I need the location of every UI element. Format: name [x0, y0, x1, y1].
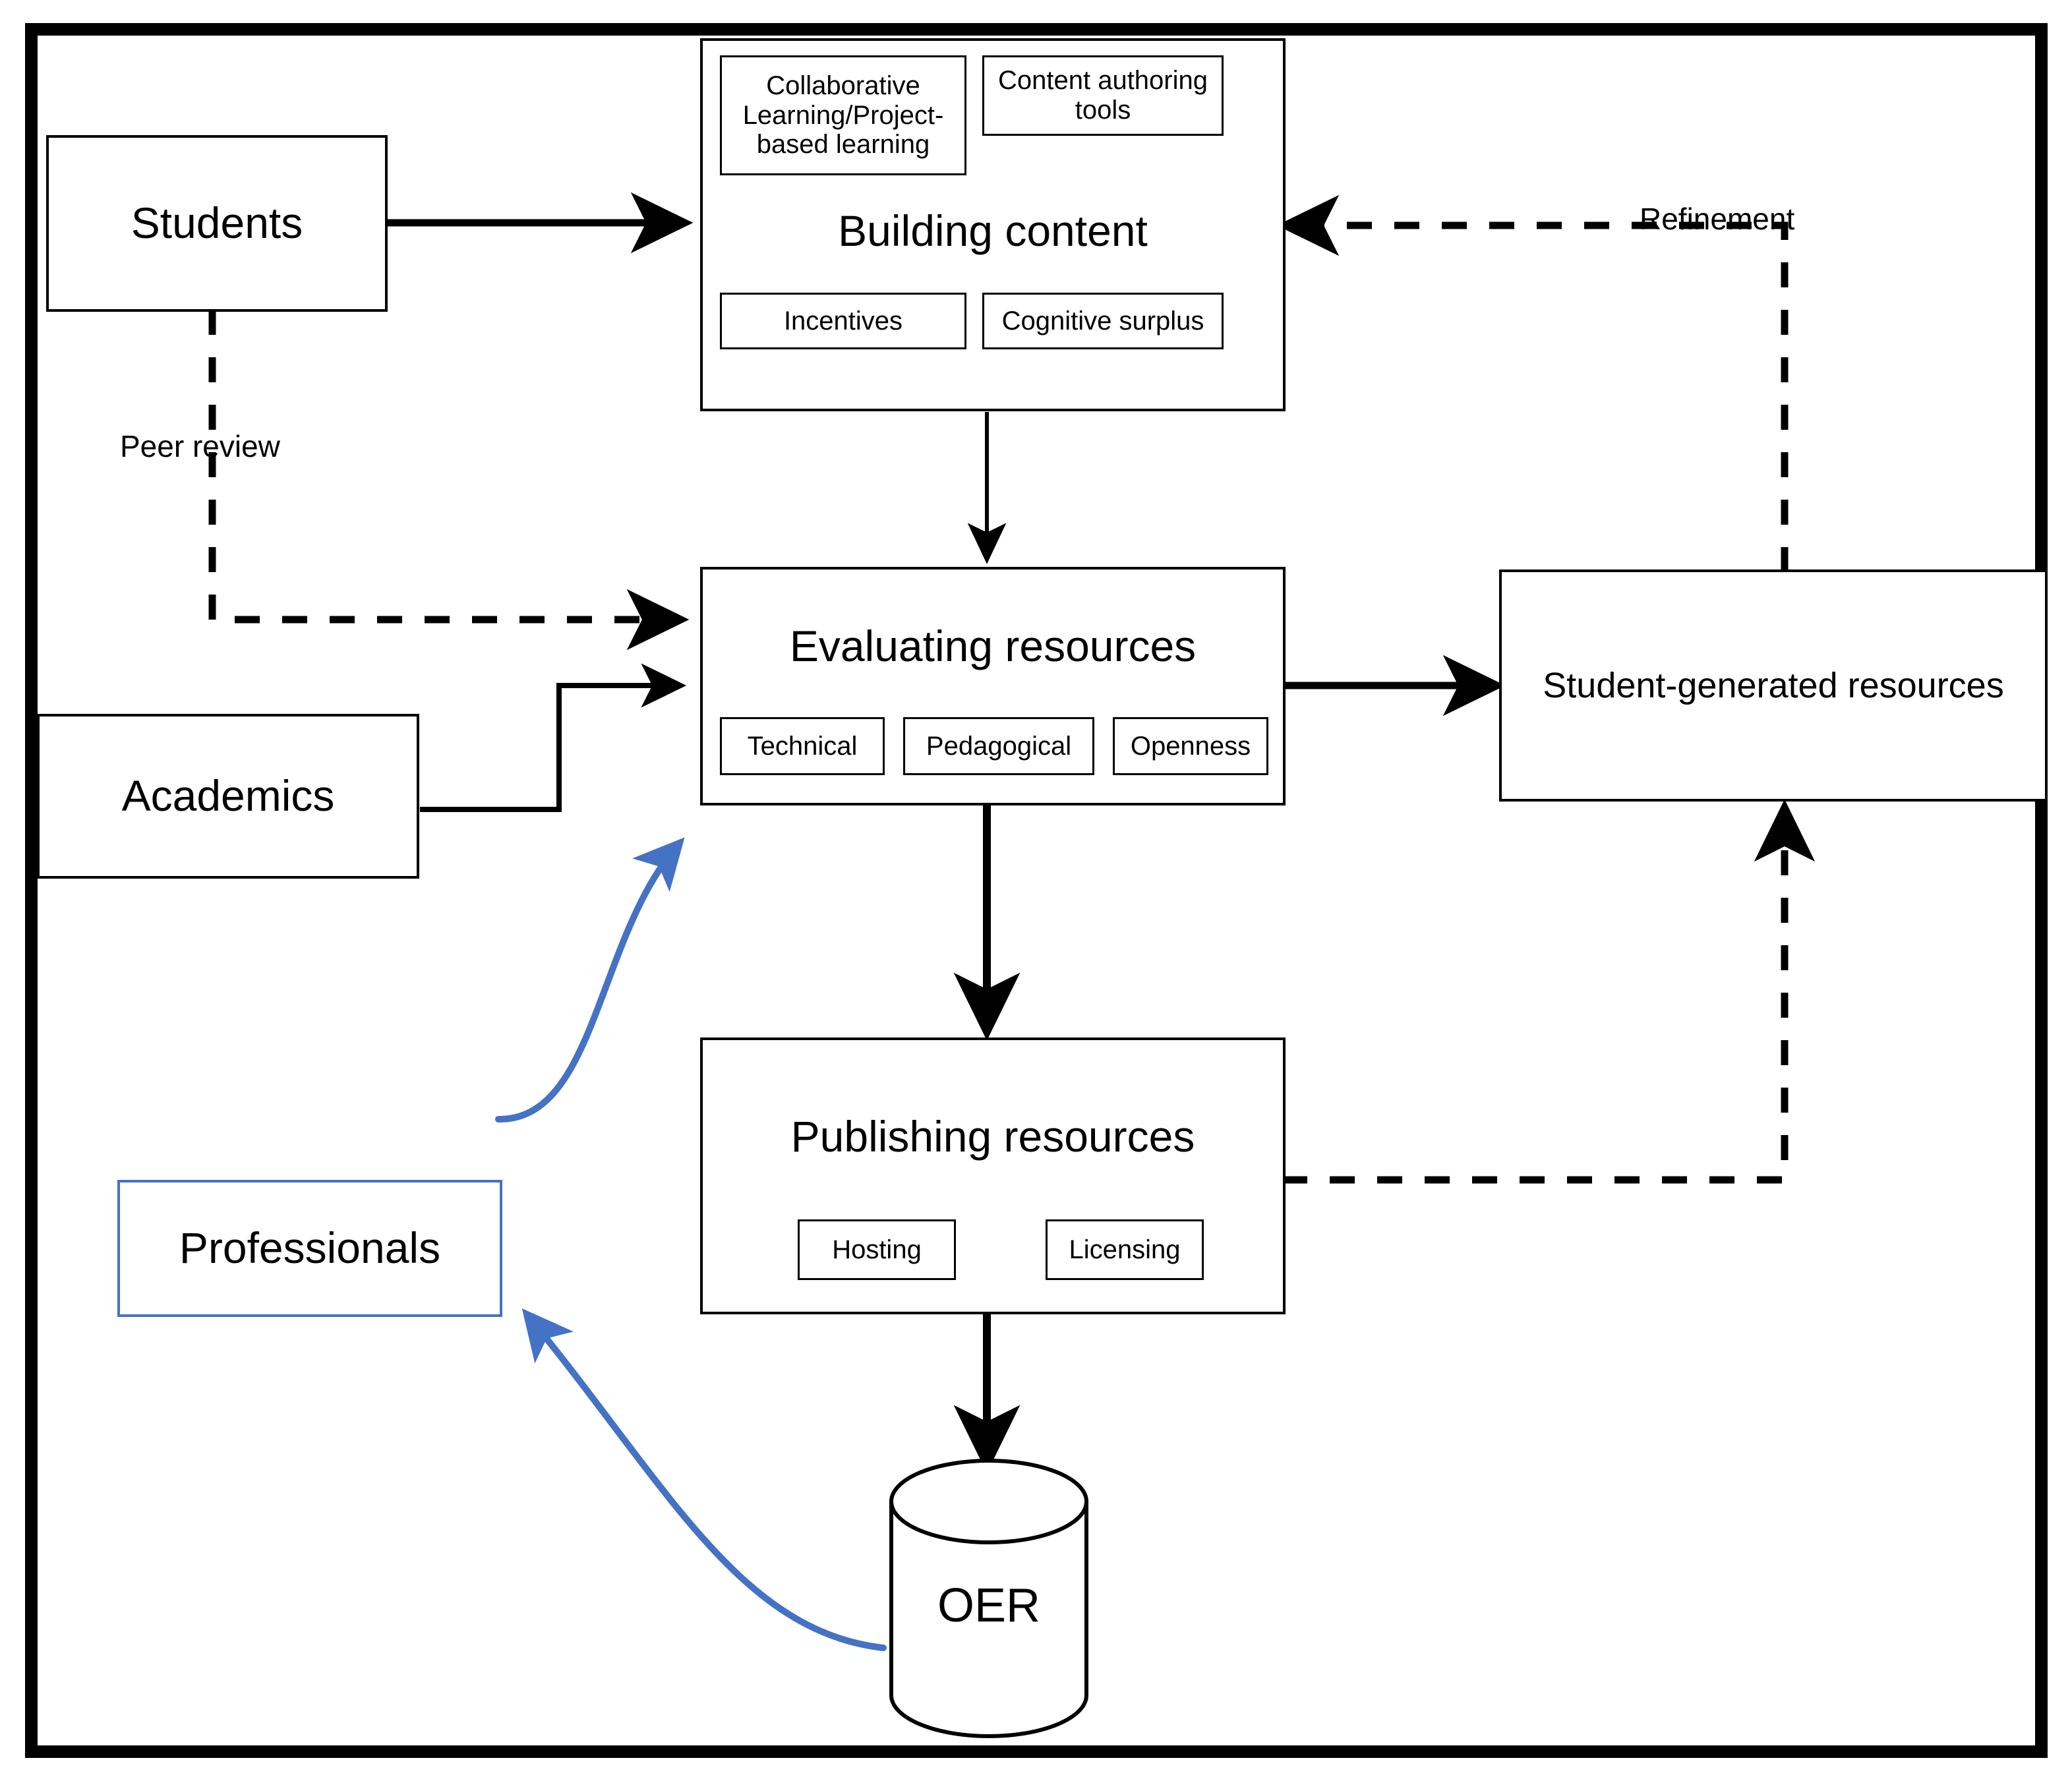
edge-label-refinement: Refinement [1640, 202, 1795, 236]
group-publishing-resources-title: Publishing resources [790, 1112, 1195, 1161]
subitem-licensing[interactable]: Licensing [1046, 1219, 1204, 1280]
node-academics[interactable]: Academics [37, 714, 419, 879]
node-students-label: Students [131, 198, 303, 248]
subitem-incentives[interactable]: Incentives [720, 293, 966, 349]
node-student-generated-resources-label: Student-generated resources [1543, 665, 2004, 705]
node-professionals[interactable]: Professionals [117, 1180, 502, 1317]
group-building-content-title: Building content [838, 206, 1148, 255]
subitem-content-authoring-tools[interactable]: Content authoring tools [982, 55, 1224, 136]
node-professionals-label: Professionals [179, 1223, 441, 1273]
node-academics-label: Academics [121, 771, 335, 821]
group-evaluating-resources-title: Evaluating resources [789, 622, 1197, 670]
group-evaluating-resources[interactable]: Evaluating resources Technical Pedagogic… [700, 567, 1286, 805]
group-building-content[interactable]: Collaborative Learning/Project-based lea… [700, 38, 1286, 411]
subitem-cognitive-surplus[interactable]: Cognitive surplus [982, 293, 1224, 349]
node-students[interactable]: Students [46, 135, 388, 312]
subitem-hosting[interactable]: Hosting [798, 1219, 956, 1280]
node-oer-label: OER [937, 1579, 1041, 1632]
subitem-technical[interactable]: Technical [720, 717, 885, 775]
node-student-generated-resources[interactable]: Student-generated resources [1499, 569, 2048, 802]
edge-label-peer-review: Peer review [120, 429, 280, 463]
subitem-collaborative-learning[interactable]: Collaborative Learning/Project-based lea… [720, 55, 966, 175]
subitem-openness[interactable]: Openness [1113, 717, 1268, 775]
group-publishing-resources[interactable]: Publishing resources Hosting Licensing [700, 1037, 1286, 1314]
subitem-pedagogical[interactable]: Pedagogical [903, 717, 1094, 775]
